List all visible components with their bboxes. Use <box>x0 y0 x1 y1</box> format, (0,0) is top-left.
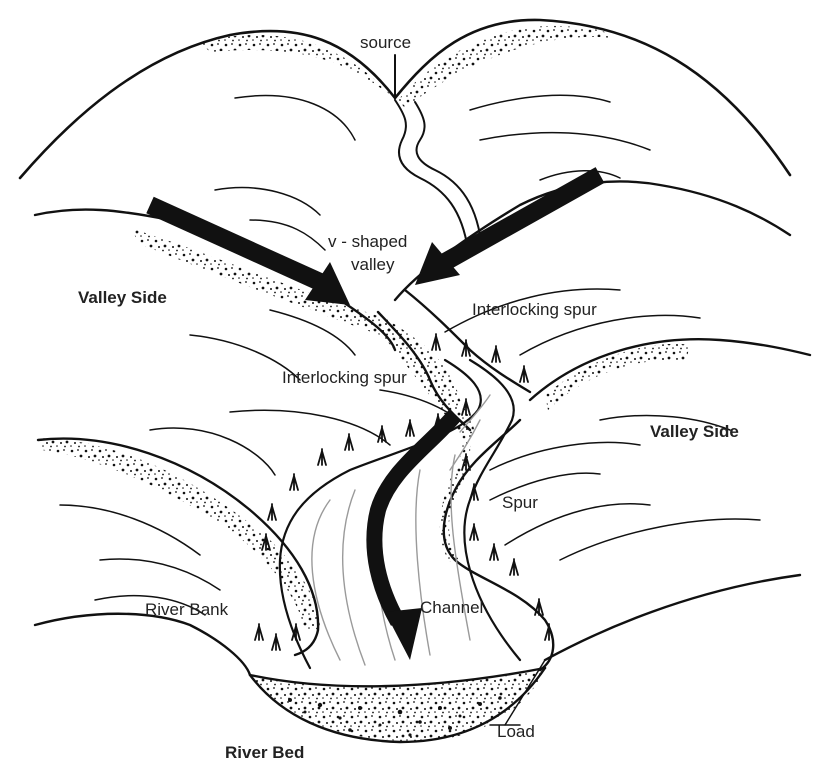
label-valley-side-left: Valley Side <box>78 288 167 307</box>
label-river-bank: River Bank <box>145 600 229 619</box>
upper-stream <box>395 100 482 250</box>
label-channel: Channel <box>420 598 483 617</box>
label-interlocking-spur-right: Interlocking spur <box>472 300 597 319</box>
label-v-shaped-line2: valley <box>351 255 395 274</box>
label-source: source <box>360 33 411 52</box>
label-river-bed: River Bed <box>225 743 304 762</box>
label-spur: Spur <box>502 493 538 512</box>
label-load: Load <box>497 722 535 741</box>
slope-arrow-right <box>415 175 600 285</box>
valley-outlines <box>35 182 810 742</box>
label-interlocking-spur-left: Interlocking spur <box>282 368 407 387</box>
label-valley-side-right: Valley Side <box>650 422 739 441</box>
label-v-shaped-line1: v - shaped <box>328 232 407 251</box>
